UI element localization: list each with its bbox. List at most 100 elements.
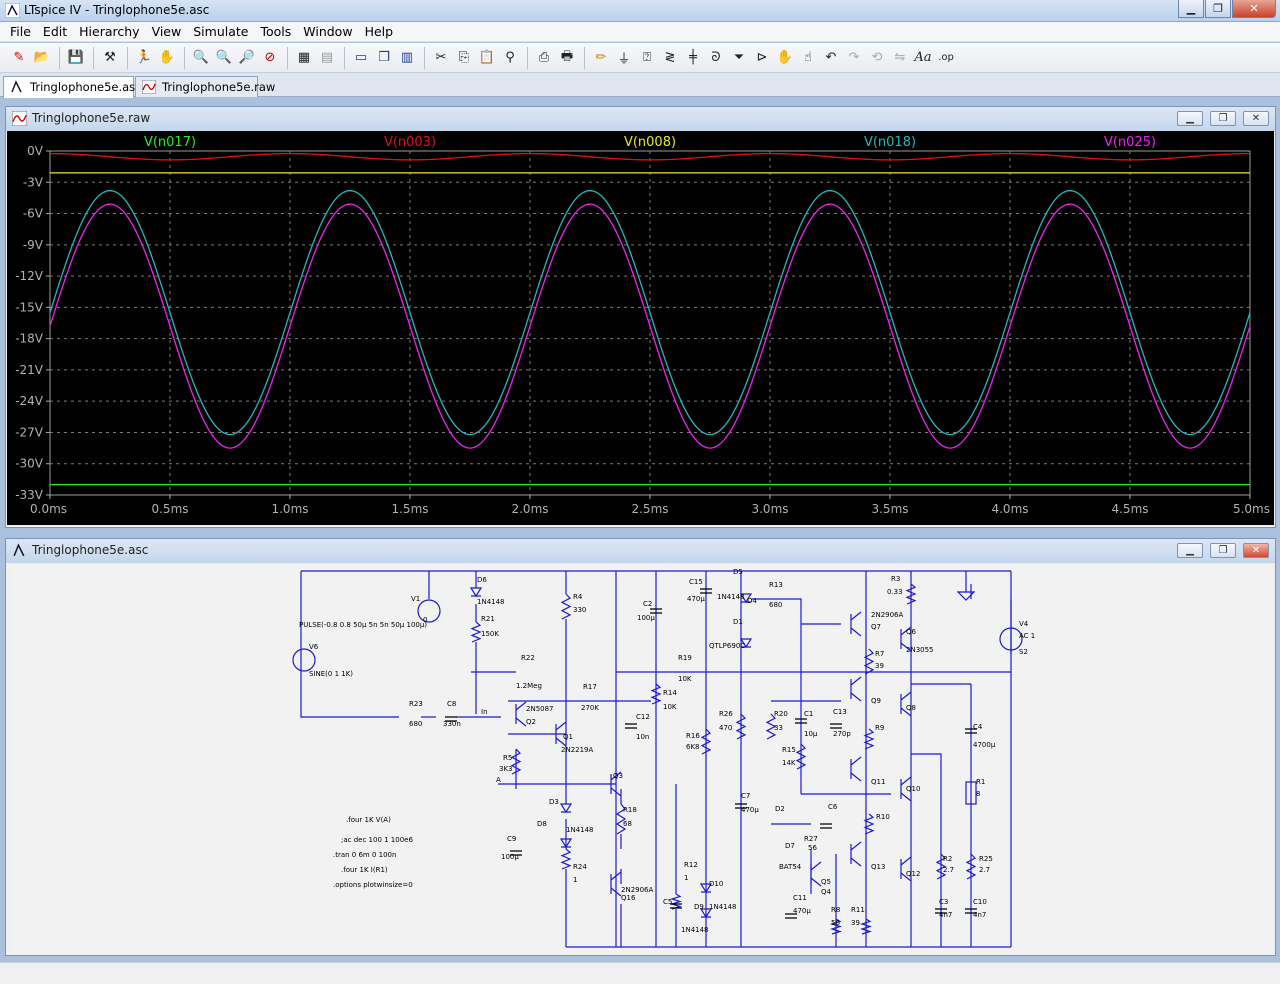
menu-help[interactable]: Help — [364, 24, 394, 39]
minimize-button[interactable]: ▁ — [1178, 0, 1204, 18]
status-bar — [0, 962, 1280, 984]
transistor-symbol — [850, 756, 862, 782]
save-icon[interactable]: 💾 — [67, 50, 85, 65]
component-label: R21 — [481, 615, 495, 623]
component-label: 470µ — [793, 907, 811, 915]
resistor-symbol — [859, 918, 873, 935]
menu-tools[interactable]: Tools — [260, 24, 292, 39]
cascade-icon[interactable]: ❐ — [378, 50, 390, 65]
resistor-icon[interactable]: ≷ — [664, 50, 676, 65]
component-label: Q11 — [871, 778, 885, 786]
fft-icon[interactable]: ▤ — [320, 50, 334, 65]
autorange-icon[interactable]: ▦ — [297, 50, 311, 65]
drag-hand-icon[interactable]: ☝ — [804, 50, 812, 65]
component-label: C9 — [507, 835, 516, 843]
component-label: Q8 — [906, 704, 916, 712]
undo-icon[interactable]: ↶ — [825, 50, 837, 65]
spice-directives: .four 1K V(A);ac dec 100 1 100e6.tran 0 … — [333, 816, 413, 889]
copy-icon[interactable]: ⎘ — [458, 50, 470, 65]
zoom-out-icon[interactable]: 🔎 — [238, 50, 256, 65]
menu-window[interactable]: Window — [303, 24, 353, 39]
transistor-symbol — [850, 841, 862, 867]
component-label: R9 — [875, 724, 884, 732]
tile-vertical-icon[interactable]: ▥ — [400, 50, 414, 65]
restore-button[interactable]: ❐ — [1210, 111, 1236, 126]
menu-edit[interactable]: Edit — [42, 24, 68, 39]
tab-schematic[interactable]: Tringlophone5e.asc — [3, 76, 141, 98]
capacitor-symbol — [830, 723, 842, 729]
menu-view[interactable]: View — [151, 24, 182, 39]
component-icon[interactable]: ⊳ — [756, 50, 768, 65]
y-tick-label: -3V — [23, 175, 44, 189]
series-line-vn018 — [49, 189, 1251, 436]
diode-symbol — [559, 838, 573, 849]
toolbar-separator — [93, 46, 94, 69]
redo-icon[interactable]: ↷ — [848, 50, 860, 65]
run-simulation-icon[interactable]: 🏃 — [135, 50, 153, 65]
inductor-icon[interactable]: ᘐ — [711, 50, 721, 65]
component-label: Q4 — [821, 888, 832, 896]
spice-directive-icon[interactable]: .op — [938, 52, 954, 63]
component-label: 680 — [769, 601, 782, 609]
pan-icon[interactable]: 🔍 — [215, 50, 233, 65]
toolbar-separator — [287, 46, 288, 69]
rotate-icon[interactable]: ⟲ — [871, 50, 883, 65]
window-title: LTspice IV - Tringlophone5e.asc — [24, 3, 210, 17]
zoom-in-icon[interactable]: 🔍 — [192, 50, 210, 65]
transistor-symbol — [515, 701, 527, 727]
component-label: R16 — [686, 732, 700, 740]
minimize-button[interactable]: ▁ — [1177, 111, 1203, 126]
ground-icon[interactable]: ⏚ — [617, 52, 631, 67]
draw-wire-pencil-icon[interactable]: ✏ — [595, 50, 607, 65]
waveform-plot[interactable]: 0V-3V-6V-9V-12V-15V-18V-21V-24V-27V-30V-… — [7, 131, 1274, 525]
restore-button[interactable]: ❐ — [1205, 0, 1231, 18]
move-hand-icon[interactable]: ✋ — [776, 50, 794, 65]
find-binoculars-icon[interactable]: ⚲ — [505, 50, 515, 65]
tab-waveform[interactable]: Tringlophone5e.raw — [135, 76, 275, 97]
print-preview-icon[interactable]: ⎙ — [538, 50, 550, 65]
close-button[interactable]: ✕ — [1243, 543, 1269, 558]
component-label: 330 — [573, 606, 586, 614]
component-label: 1 — [684, 874, 688, 882]
menu-simulate[interactable]: Simulate — [193, 24, 249, 39]
minimize-button[interactable]: ▁ — [1177, 543, 1203, 558]
menu-file[interactable]: File — [10, 24, 31, 39]
print-icon[interactable]: 🖶 — [560, 48, 574, 64]
tab-label: Tringlophone5e.asc — [30, 80, 142, 94]
diode-symbol — [559, 803, 573, 814]
diode-symbol — [739, 638, 753, 649]
menu-hierarchy[interactable]: Hierarchy — [79, 24, 140, 39]
component-label: Q7 — [871, 623, 881, 631]
control-panel-hammer-icon[interactable]: ⚒ — [104, 50, 116, 65]
component-label: Q3 — [613, 772, 623, 780]
component-label: 10K — [663, 703, 677, 711]
tile-horizontal-icon[interactable]: ▭ — [354, 50, 368, 65]
y-tick-label: -27V — [15, 425, 44, 439]
zoom-cancel-icon[interactable]: ⊘ — [264, 50, 276, 65]
new-schematic-icon[interactable]: ✎ — [13, 50, 25, 65]
resistor-symbol — [935, 853, 947, 880]
transistor-symbol — [810, 861, 822, 887]
component-label: R4 — [573, 593, 583, 601]
resistor-symbol — [863, 648, 875, 675]
component-label: 56 — [808, 844, 817, 852]
transistor-symbol — [610, 771, 622, 797]
component-label: D2 — [775, 805, 785, 813]
paste-icon[interactable]: 📋 — [478, 50, 496, 65]
capacitor-symbol — [510, 850, 522, 856]
text-icon[interactable]: Aa — [914, 50, 932, 65]
halt-hand-icon[interactable]: ✋ — [158, 50, 176, 65]
component-label: 10K — [678, 675, 692, 683]
close-button[interactable]: ✕ — [1232, 0, 1276, 18]
capacitor-icon[interactable]: ╪ — [689, 50, 697, 65]
cut-scissors-icon[interactable]: ✂ — [435, 50, 447, 65]
open-folder-icon[interactable]: 📂 — [33, 50, 51, 65]
mirror-icon[interactable]: ⇋ — [894, 50, 906, 65]
restore-button[interactable]: ❐ — [1210, 543, 1236, 558]
label-net-icon[interactable]: ⍰ — [643, 50, 651, 65]
diode-icon[interactable]: ⏷ — [733, 50, 745, 65]
component-label: C5 — [663, 898, 672, 906]
close-button[interactable]: ✕ — [1243, 111, 1269, 126]
capacitor-symbol — [935, 908, 947, 914]
